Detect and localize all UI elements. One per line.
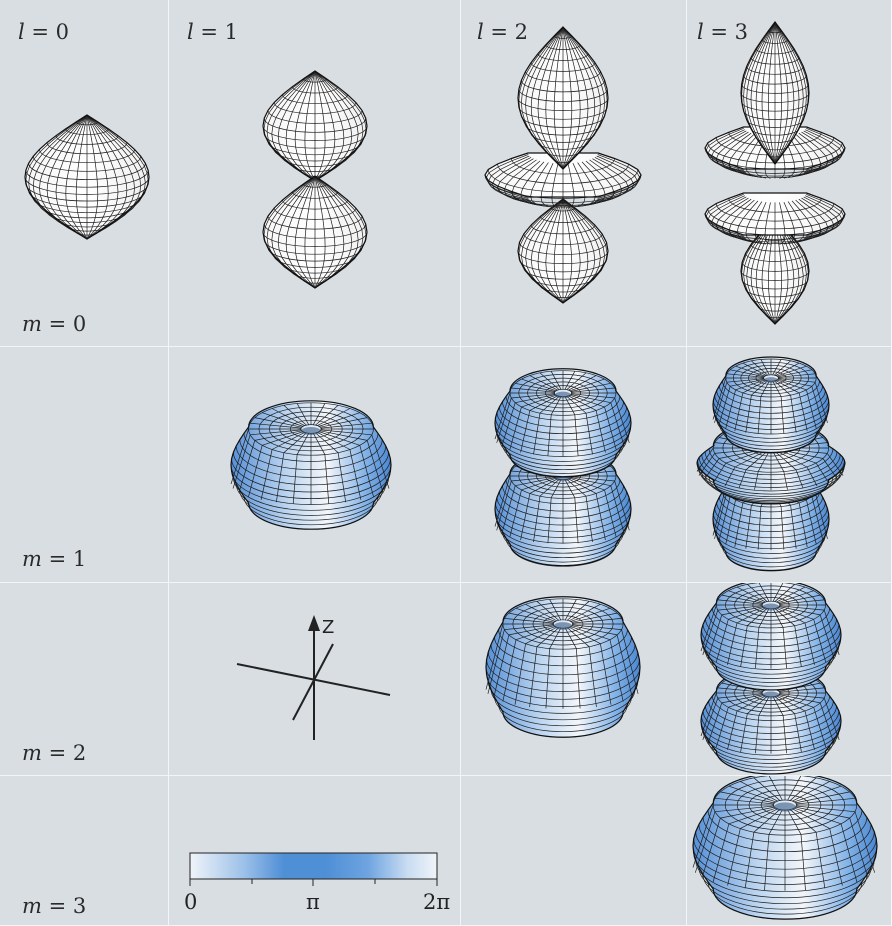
torus-l1-m1 bbox=[230, 400, 392, 530]
cell-l1-m0: l = 1 bbox=[169, 0, 461, 347]
y-axis-line bbox=[292, 643, 334, 721]
axes-figure: Z bbox=[236, 615, 391, 740]
double-torus-l3-m2 bbox=[700, 583, 842, 775]
column-label-l2: l = 2 bbox=[477, 20, 529, 44]
cell-l0-m1: m = 1 bbox=[0, 347, 169, 583]
cell-l1-m1 bbox=[169, 347, 461, 583]
cell-l3-m2 bbox=[687, 583, 892, 776]
row-label-m1: m = 1 bbox=[22, 547, 87, 571]
column-label-l1: l = 1 bbox=[187, 20, 239, 44]
phase-colorbar: 0 π 2π bbox=[184, 852, 450, 914]
cell-l3-m3 bbox=[687, 776, 892, 926]
cell-l2-m1 bbox=[461, 347, 687, 583]
cell-l2-m3 bbox=[461, 776, 687, 926]
colorbar-label-0: 0 bbox=[184, 890, 197, 914]
row-label-m0: m = 0 bbox=[22, 312, 87, 336]
torus-l3-m3 bbox=[692, 776, 878, 920]
cell-l1-m2: Z bbox=[169, 583, 461, 776]
sphere-l0-m0 bbox=[24, 114, 150, 240]
cell-l3-m1 bbox=[687, 347, 892, 583]
z-axis-arrowhead bbox=[308, 615, 320, 631]
column-label-l3: l = 3 bbox=[697, 20, 749, 44]
cell-l0-m3: m = 3 bbox=[0, 776, 169, 926]
cell-l2-m2 bbox=[461, 583, 687, 776]
cell-l1-m3: 0 π 2π bbox=[169, 776, 461, 926]
torus-l2-m2 bbox=[485, 596, 641, 738]
triple-stack-l3-m1 bbox=[696, 356, 846, 572]
fz3-shape-l3-m0 bbox=[704, 20, 846, 325]
colorbar-gradient bbox=[189, 852, 438, 880]
cell-l0-m0: l = 0 m = 0 bbox=[0, 0, 169, 347]
column-label-l0: l = 0 bbox=[18, 20, 70, 44]
cell-l0-m2: m = 2 bbox=[0, 583, 169, 776]
z-axis-label: Z bbox=[322, 617, 334, 638]
colorbar-label-pi: π bbox=[306, 890, 320, 914]
cell-l3-m0: l = 3 bbox=[687, 0, 892, 347]
row-label-m2: m = 2 bbox=[22, 741, 87, 765]
dumbbell-l1-m0 bbox=[262, 70, 368, 289]
row-label-m3: m = 3 bbox=[22, 894, 87, 918]
double-torus-l2-m1 bbox=[494, 368, 632, 567]
cell-l2-m0: l = 2 bbox=[461, 0, 687, 347]
dz2-shape-l2-m0 bbox=[484, 26, 642, 304]
colorbar-label-2pi: 2π bbox=[423, 890, 450, 914]
